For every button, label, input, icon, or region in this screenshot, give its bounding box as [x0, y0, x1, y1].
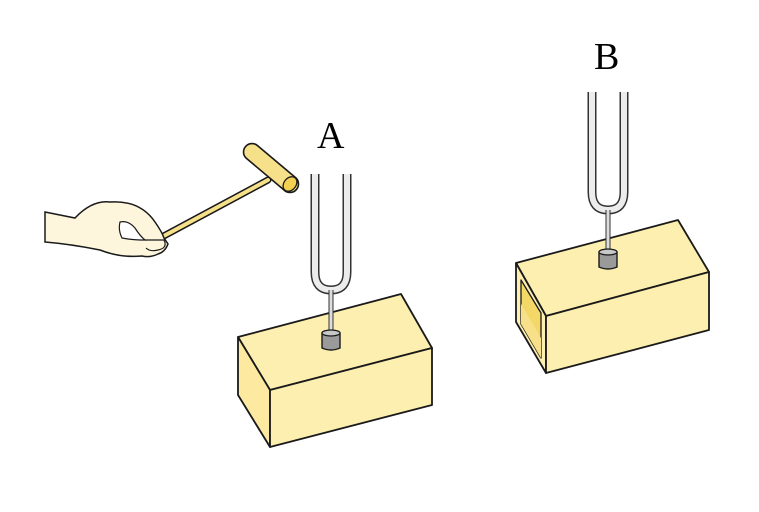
- tuning-fork-b: [587, 92, 629, 270]
- hand: [44, 201, 169, 258]
- label-a: A: [317, 115, 345, 157]
- tuning-fork-a: [310, 174, 352, 351]
- label-b: B: [594, 36, 620, 78]
- hammer: [156, 142, 300, 242]
- resonance-box-a: [237, 293, 433, 448]
- resonance-box-b: [515, 219, 710, 374]
